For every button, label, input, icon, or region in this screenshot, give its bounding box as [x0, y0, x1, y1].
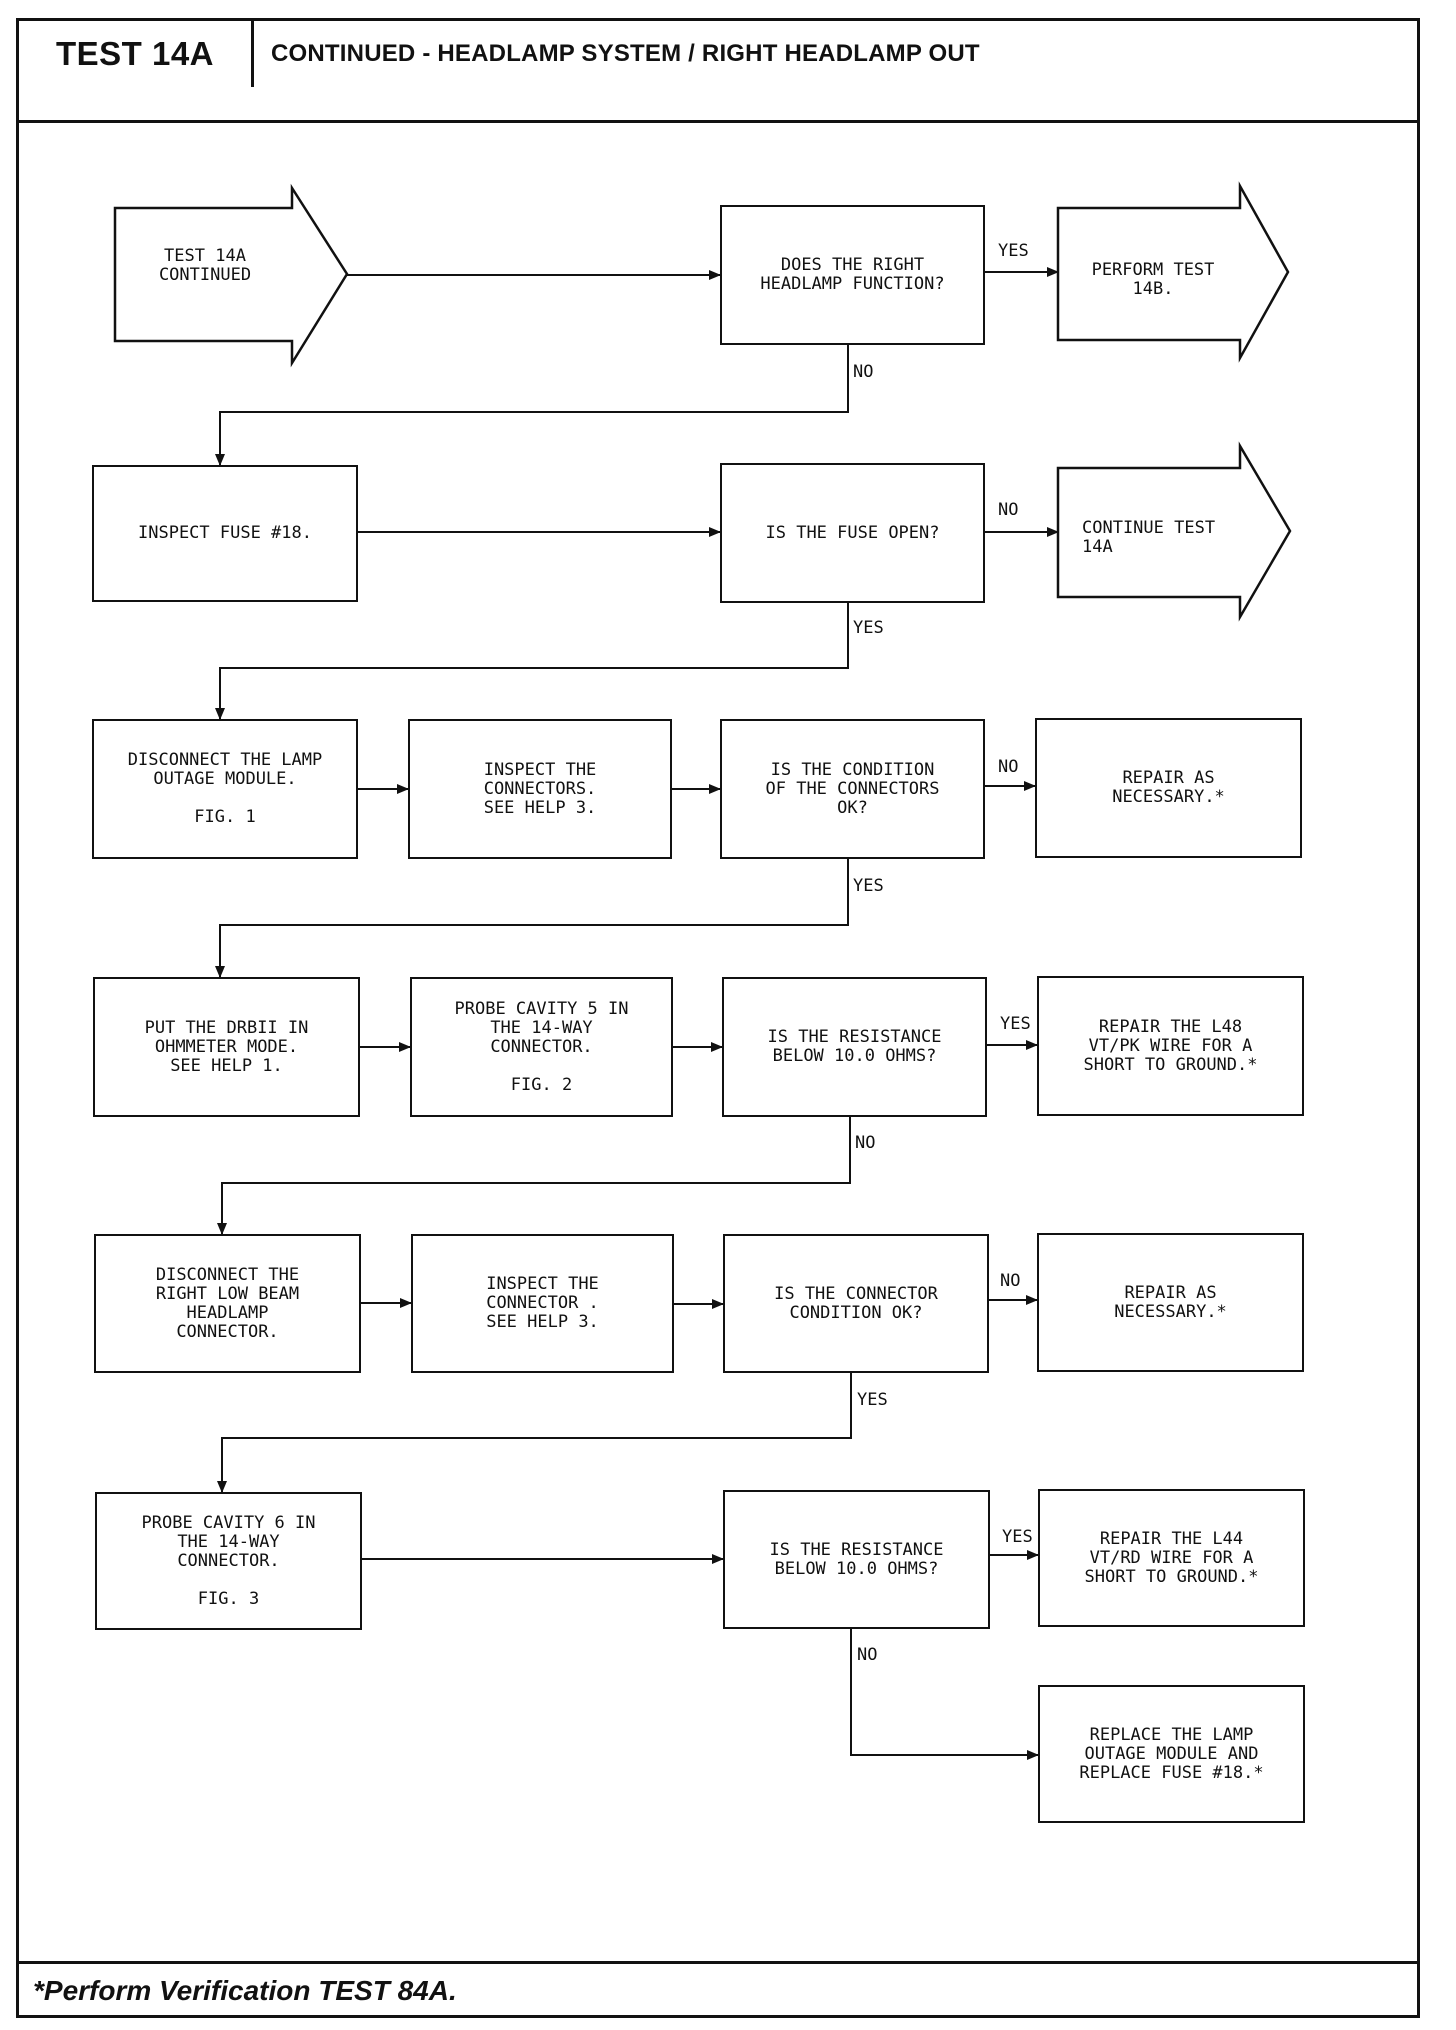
no-label-2: NO: [998, 500, 1019, 520]
probe-cavity-5-box: PROBE CAVITY 5 IN THE 14-WAY CONNECTOR. …: [410, 977, 673, 1117]
inspect-connector-label: INSPECT THE CONNECTOR . SEE HELP 3.: [486, 1274, 599, 1332]
yes-label-6: YES: [1002, 1527, 1033, 1547]
repair-l44-label: REPAIR THE L44 VT/RD WIRE FOR A SHORT TO…: [1084, 1528, 1259, 1587]
perform-test-14b-node: PERFORM TEST 14B.: [1068, 242, 1238, 299]
page-frame: TEST 14A CONTINUED - HEADLAMP SYSTEM / R…: [16, 18, 1420, 2018]
perform-test-14b-label: PERFORM TEST 14B.: [1091, 260, 1215, 299]
start-arrow-shape: [113, 183, 349, 368]
footer-divider: [19, 1961, 1417, 1964]
test-id: TEST 14A: [19, 21, 254, 87]
put-drbii-label: PUT THE DRBII IN OHMMETER MODE. SEE HELP…: [144, 1017, 309, 1076]
inspect-connector-box: INSPECT THE CONNECTOR . SEE HELP 3.: [411, 1234, 674, 1373]
decision-resistance-2-label: IS THE RESISTANCE BELOW 10.0 OHMS?: [769, 1539, 944, 1579]
page-title: CONTINUED - HEADLAMP SYSTEM / RIGHT HEAD…: [271, 40, 980, 67]
probe-cavity-6-label: PROBE CAVITY 6 IN THE 14-WAY CONNECTOR. …: [141, 1512, 316, 1609]
header: TEST 14A CONTINUED - HEADLAMP SYSTEM / R…: [19, 21, 1417, 87]
yes-label-1: YES: [998, 241, 1029, 261]
yes-label-3: YES: [853, 876, 884, 896]
put-drbii-box: PUT THE DRBII IN OHMMETER MODE. SEE HELP…: [93, 977, 360, 1117]
start-node: TEST 14A CONTINUED: [120, 228, 290, 285]
inspect-fuse-box: INSPECT FUSE #18.: [92, 465, 358, 602]
repair-as-necessary-box-1: REPAIR AS NECESSARY.*: [1035, 718, 1302, 858]
continue-test-14a-label: CONTINUE TEST 14A: [1082, 518, 1216, 557]
continue-14a-arrow-shape: [1056, 441, 1292, 622]
continue-test-14a-node: CONTINUE TEST 14A: [1082, 500, 1242, 557]
probe-cavity-5-label: PROBE CAVITY 5 IN THE 14-WAY CONNECTOR. …: [454, 998, 629, 1095]
no-label-4: NO: [855, 1133, 876, 1153]
inspect-connectors-box: INSPECT THE CONNECTORS. SEE HELP 3.: [408, 719, 672, 859]
decision-fuse-open: IS THE FUSE OPEN?: [720, 463, 985, 603]
repair-as-necessary-label-2: REPAIR AS NECESSARY.*: [1114, 1282, 1227, 1322]
repair-as-necessary-label-1: REPAIR AS NECESSARY.*: [1112, 768, 1225, 807]
yes-label-5: YES: [857, 1390, 888, 1410]
decision-resistance-1-label: IS THE RESISTANCE BELOW 10.0 OHMS?: [767, 1027, 942, 1066]
start-node-label: TEST 14A CONTINUED: [158, 246, 252, 285]
footer-note: *Perform Verification TEST 84A.: [33, 1975, 457, 2006]
disconnect-lamp-module-label: DISCONNECT THE LAMP OUTAGE MODULE. FIG. …: [127, 750, 323, 827]
decision-fuse-open-label: IS THE FUSE OPEN?: [765, 522, 940, 543]
decision-connector-condition: IS THE CONNECTOR CONDITION OK?: [723, 1234, 989, 1373]
no-label-1: NO: [853, 362, 874, 382]
decision-headlamp-function-label: DOES THE RIGHT HEADLAMP FUNCTION?: [760, 255, 945, 294]
decision-resistance-2: IS THE RESISTANCE BELOW 10.0 OHMS?: [723, 1490, 990, 1629]
yes-label-2: YES: [853, 618, 884, 638]
disconnect-low-beam-box: DISCONNECT THE RIGHT LOW BEAM HEADLAMP C…: [94, 1234, 361, 1373]
replace-module-label: REPLACE THE LAMP OUTAGE MODULE AND REPLA…: [1079, 1724, 1264, 1783]
header-divider: [19, 120, 1417, 123]
no-label-6: NO: [857, 1645, 878, 1665]
repair-l48-box: REPAIR THE L48 VT/PK WIRE FOR A SHORT TO…: [1037, 976, 1304, 1116]
inspect-connectors-label: INSPECT THE CONNECTORS. SEE HELP 3.: [483, 759, 597, 818]
decision-connectors-ok-label: IS THE CONDITION OF THE CONNECTORS OK?: [765, 759, 940, 818]
replace-module-box: REPLACE THE LAMP OUTAGE MODULE AND REPLA…: [1038, 1685, 1305, 1823]
decision-headlamp-function: DOES THE RIGHT HEADLAMP FUNCTION?: [720, 205, 985, 345]
inspect-fuse-label: INSPECT FUSE #18.: [138, 523, 312, 543]
perform-14b-arrow-shape: [1056, 181, 1290, 363]
repair-as-necessary-box-2: REPAIR AS NECESSARY.*: [1037, 1233, 1304, 1372]
no-label-3: NO: [998, 757, 1019, 777]
repair-l44-box: REPAIR THE L44 VT/RD WIRE FOR A SHORT TO…: [1038, 1489, 1305, 1627]
decision-connectors-ok: IS THE CONDITION OF THE CONNECTORS OK?: [720, 719, 985, 859]
disconnect-lamp-module-box: DISCONNECT THE LAMP OUTAGE MODULE. FIG. …: [92, 719, 358, 859]
decision-connector-condition-label: IS THE CONNECTOR CONDITION OK?: [774, 1283, 938, 1323]
probe-cavity-6-box: PROBE CAVITY 6 IN THE 14-WAY CONNECTOR. …: [95, 1492, 362, 1630]
yes-label-4: YES: [1000, 1014, 1031, 1034]
disconnect-low-beam-label: DISCONNECT THE RIGHT LOW BEAM HEADLAMP C…: [155, 1264, 300, 1342]
no-label-5: NO: [1000, 1271, 1021, 1291]
decision-resistance-1: IS THE RESISTANCE BELOW 10.0 OHMS?: [722, 977, 987, 1117]
repair-l48-label: REPAIR THE L48 VT/PK WIRE FOR A SHORT TO…: [1083, 1016, 1258, 1075]
